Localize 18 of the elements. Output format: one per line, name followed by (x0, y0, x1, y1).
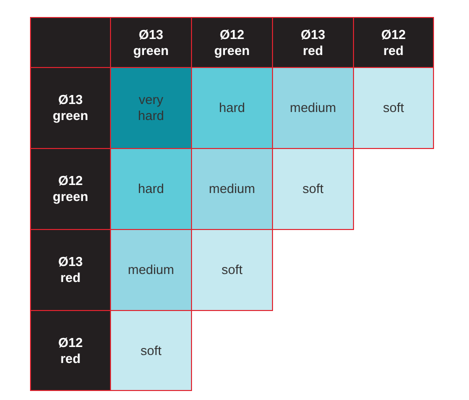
table-cell: medium (272, 67, 354, 149)
table-cell: soft (272, 148, 354, 230)
table-cell: soft (191, 229, 273, 311)
table-cell: soft (353, 67, 434, 149)
table-cell: medium (191, 148, 273, 230)
row-header-cell: Ø13 red (30, 229, 111, 311)
table-cell: very hard (110, 67, 192, 149)
column-header-cell: Ø12 red (353, 17, 434, 68)
row-header-cell: Ø12 green (30, 148, 111, 230)
table-cell: medium (110, 229, 192, 311)
table-cell: hard (110, 148, 192, 230)
row-header-cell: Ø13 green (30, 67, 111, 149)
table-cell: soft (110, 310, 192, 391)
column-header-cell: Ø12 green (191, 17, 273, 68)
column-header-cell: Ø13 green (110, 17, 192, 68)
column-header-cell: Ø13 red (272, 17, 354, 68)
table-cell: hard (191, 67, 273, 149)
row-header-cell: Ø12 red (30, 310, 111, 391)
